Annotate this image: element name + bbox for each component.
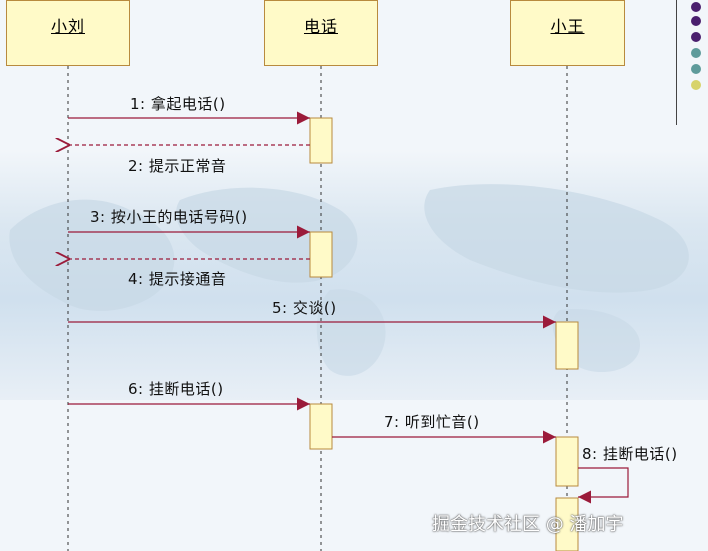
- message-label-7: 7: 听到忙音(): [384, 413, 480, 431]
- object-xiaowang: 小王: [510, 0, 625, 66]
- activation-phone-2: [309, 231, 333, 278]
- message-label-8: 8: 挂断电话(): [582, 445, 678, 463]
- object-label: 电话: [303, 17, 338, 36]
- activation-xiaowang-3: [555, 497, 579, 551]
- decoration-dot: [691, 2, 701, 12]
- decoration-dot: [691, 16, 701, 26]
- object-label: 小刘: [50, 17, 85, 36]
- message-label-1: 1: 拿起电话(): [130, 95, 226, 113]
- activation-xiaowang-2: [555, 436, 579, 487]
- message-label-2: 2: 提示正常音: [128, 157, 227, 175]
- decoration-dot: [691, 64, 701, 74]
- activation-xiaowang-1: [555, 321, 579, 370]
- decoration-dot: [691, 48, 701, 58]
- decoration-dot: [691, 32, 701, 42]
- decoration-dot: [691, 80, 701, 90]
- activation-phone-3: [309, 403, 333, 450]
- object-xiaoliu: 小刘: [6, 0, 130, 66]
- slide-decoration-dots: [688, 0, 708, 130]
- message-label-5: 5: 交谈(): [272, 299, 337, 317]
- object-phone: 电话: [264, 0, 378, 66]
- object-label: 小王: [550, 17, 585, 36]
- decoration-vertical-line: [676, 0, 677, 125]
- message-arrow-8-self: [578, 467, 629, 504]
- message-label-3: 3: 按小王的电话号码(): [90, 208, 248, 226]
- message-label-6: 6: 挂断电话(): [128, 380, 224, 398]
- activation-phone-1: [309, 117, 333, 164]
- message-label-4: 4: 提示接通音: [128, 270, 227, 288]
- watermark: 掘金技术社区 @ 潘加宇: [432, 514, 624, 535]
